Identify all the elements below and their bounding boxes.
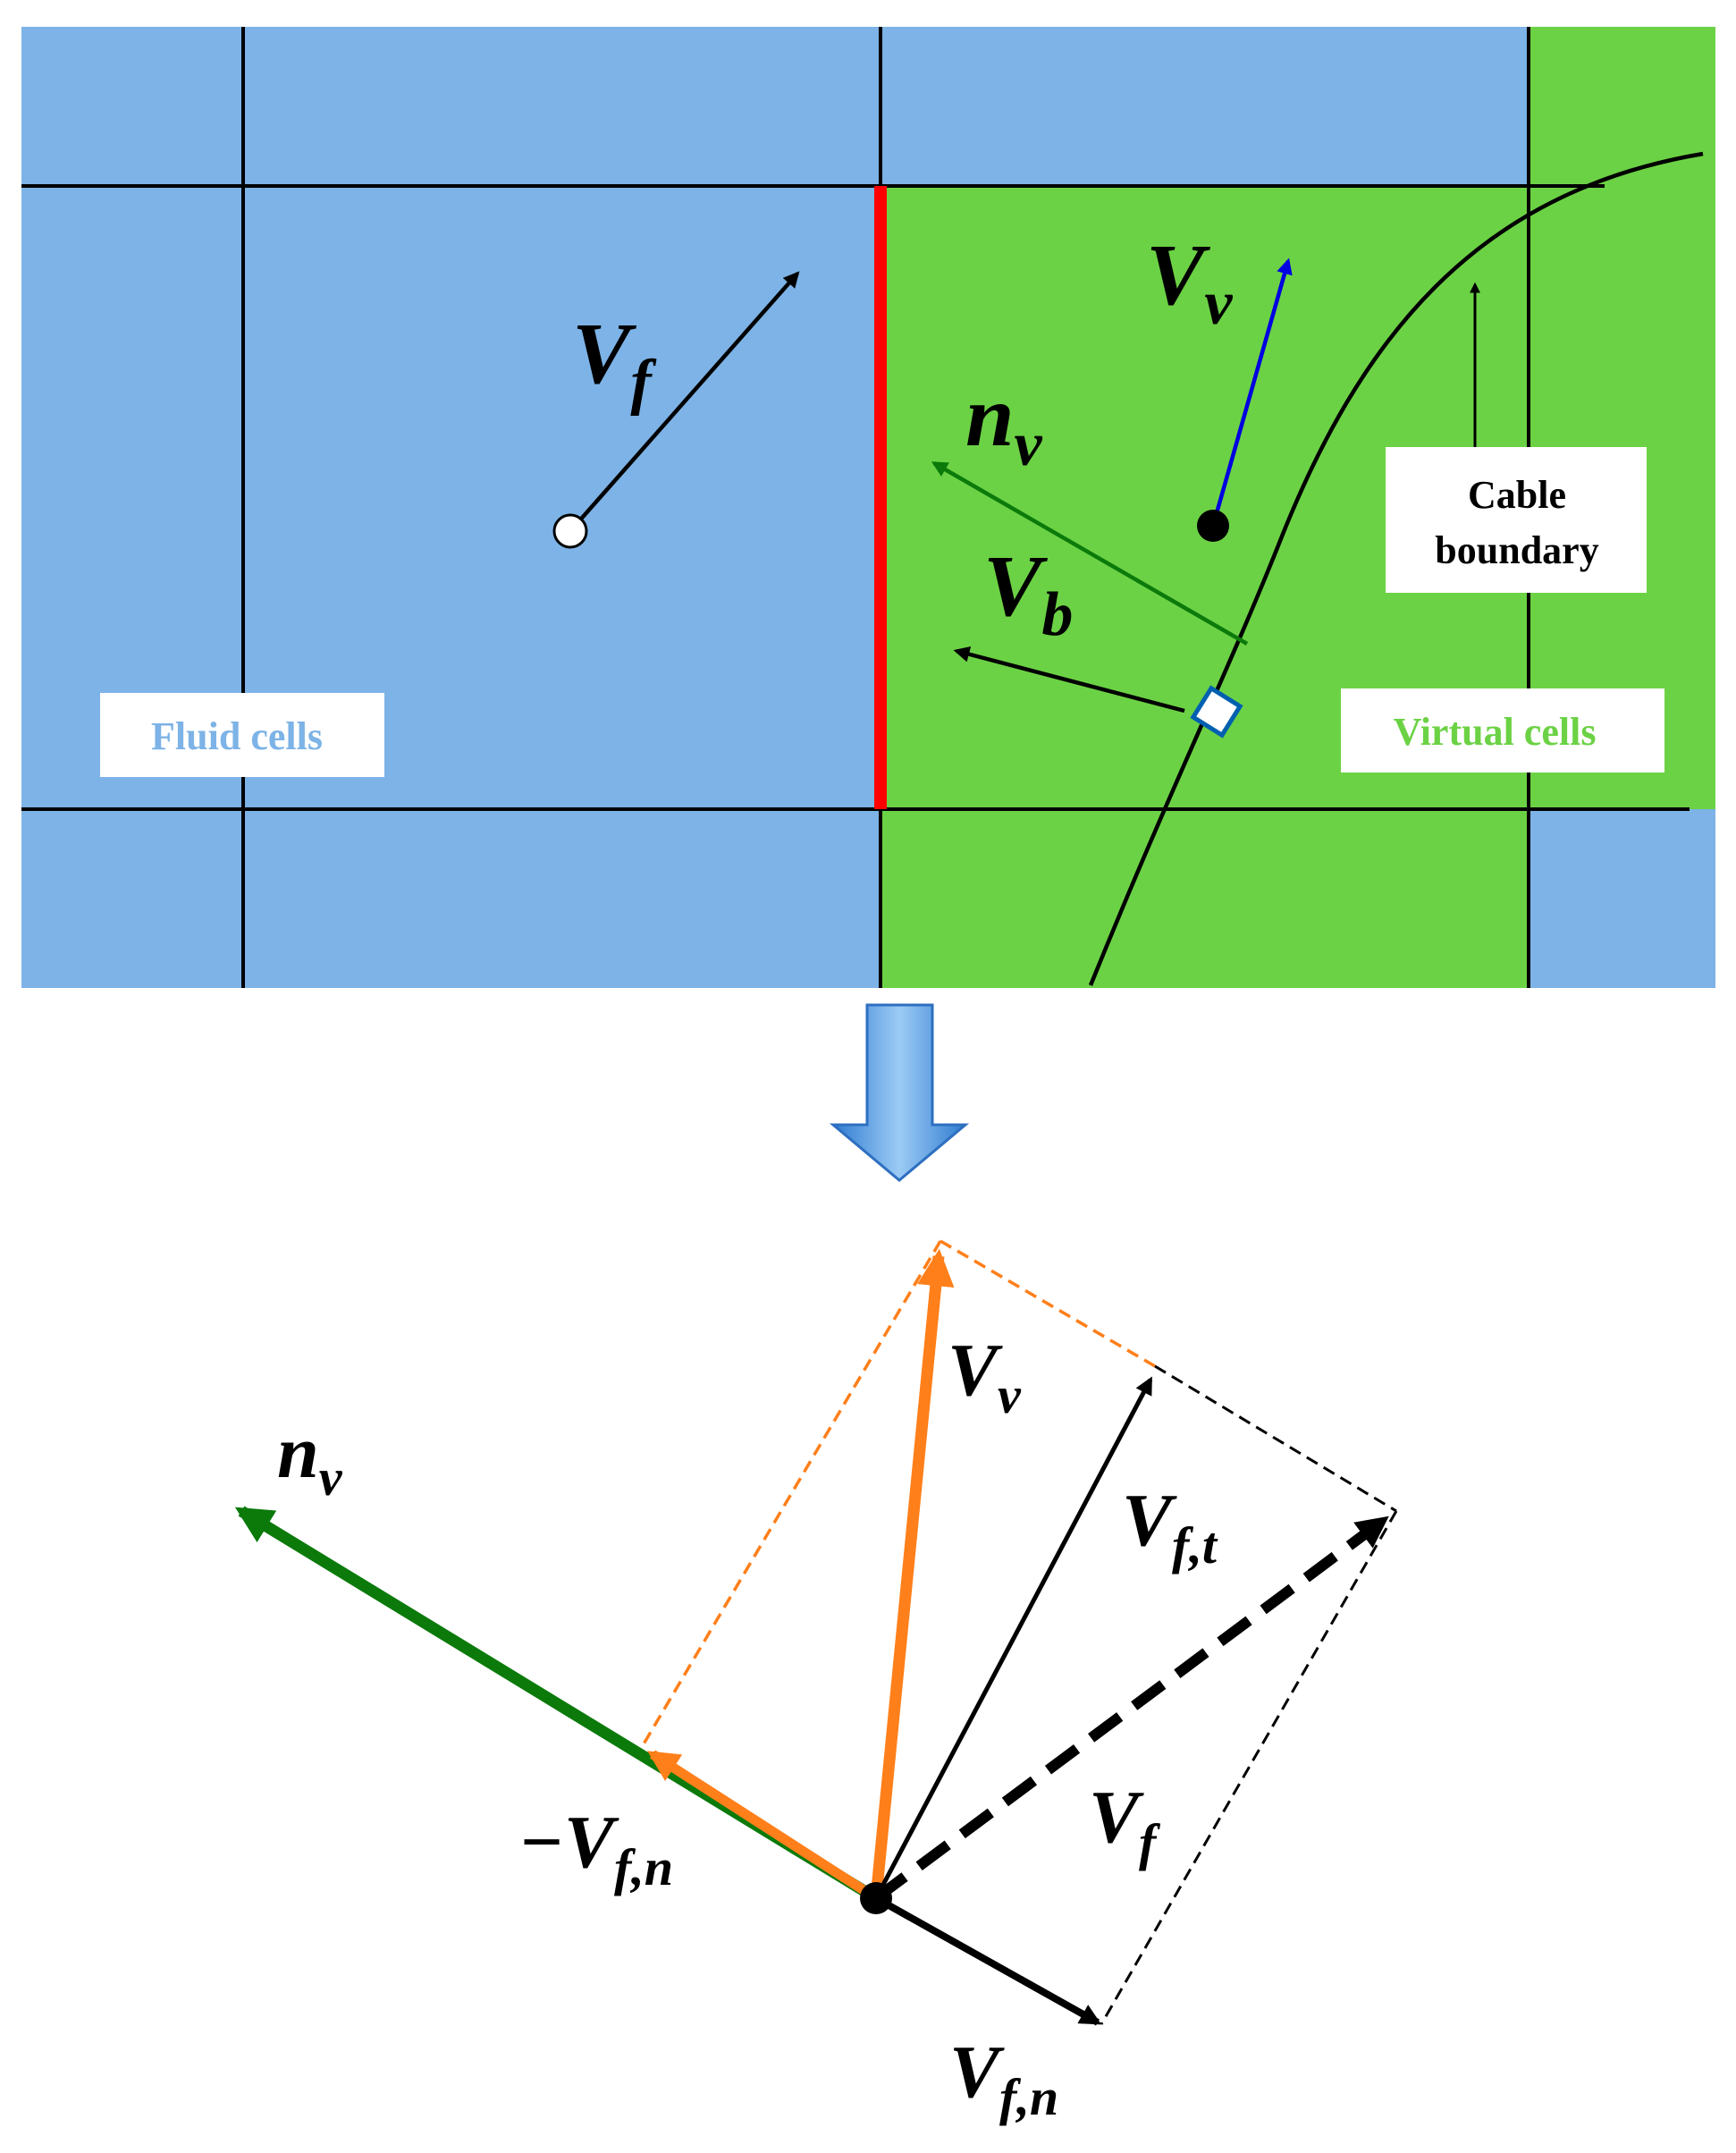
cable-boundary-curve — [1088, 151, 1704, 986]
virtual-cell-bottom — [881, 809, 1529, 988]
virtual-velocity-orange-arrow — [870, 1248, 955, 1899]
boundary-point-marker — [1190, 685, 1243, 739]
label-Vf-bottom: Vf — [1089, 1776, 1161, 1871]
label-nv-bottom: nv — [277, 1411, 343, 1507]
boundary-velocity-arrow — [953, 646, 1185, 713]
virtual-cells-label: Virtual cells — [1394, 710, 1597, 754]
virtual-cells-label-box — [1341, 688, 1664, 773]
cable-boundary-label-box — [1386, 447, 1647, 593]
dashed-black-right — [1100, 1510, 1398, 2025]
cable-boundary-label-line1: Cable — [1468, 473, 1566, 517]
label-Vfn-bottom: Vf,n — [949, 2031, 1058, 2126]
virtual-cell-center — [1197, 510, 1229, 542]
virtual-velocity-arrow — [1210, 258, 1293, 527]
label-nv-top: nv — [965, 368, 1043, 479]
label-Vb-top: Vb — [983, 538, 1073, 649]
label-Vv-top: Vv — [1146, 227, 1233, 338]
tangential-component-arrow — [873, 1376, 1153, 1900]
dashed-orange-top — [940, 1239, 1156, 1368]
cable-boundary-label-line2: boundary — [1435, 528, 1598, 572]
neg-normal-fluid-component-arrow — [647, 1750, 879, 1903]
down-arrow-icon — [829, 1003, 970, 1182]
normal-vector-arrow — [931, 461, 1249, 646]
label-Vft-bottom: Vf,t — [1122, 1479, 1218, 1575]
fluid-cells-label-box — [100, 693, 384, 777]
label-Vv-bottom: Vv — [948, 1329, 1022, 1424]
origin-point — [860, 1882, 892, 1914]
grid-panel: Fluid cells Virtual cells Cable boundary… — [21, 27, 1715, 988]
fluid-velocity-arrow — [569, 271, 800, 533]
transition-arrow — [829, 1003, 970, 1182]
fluid-cells-label: Fluid cells — [151, 714, 323, 758]
normal-fluid-component-arrow — [874, 1895, 1102, 2026]
label-neg-Vfn-bottom: −Vf,n — [518, 1801, 673, 1896]
dashed-black-top — [1154, 1364, 1397, 1513]
vector-decomposition: nv Vv Vf,t Vf −Vf,n Vf,n — [234, 1239, 1398, 2126]
fluid-cell-center — [552, 513, 588, 549]
